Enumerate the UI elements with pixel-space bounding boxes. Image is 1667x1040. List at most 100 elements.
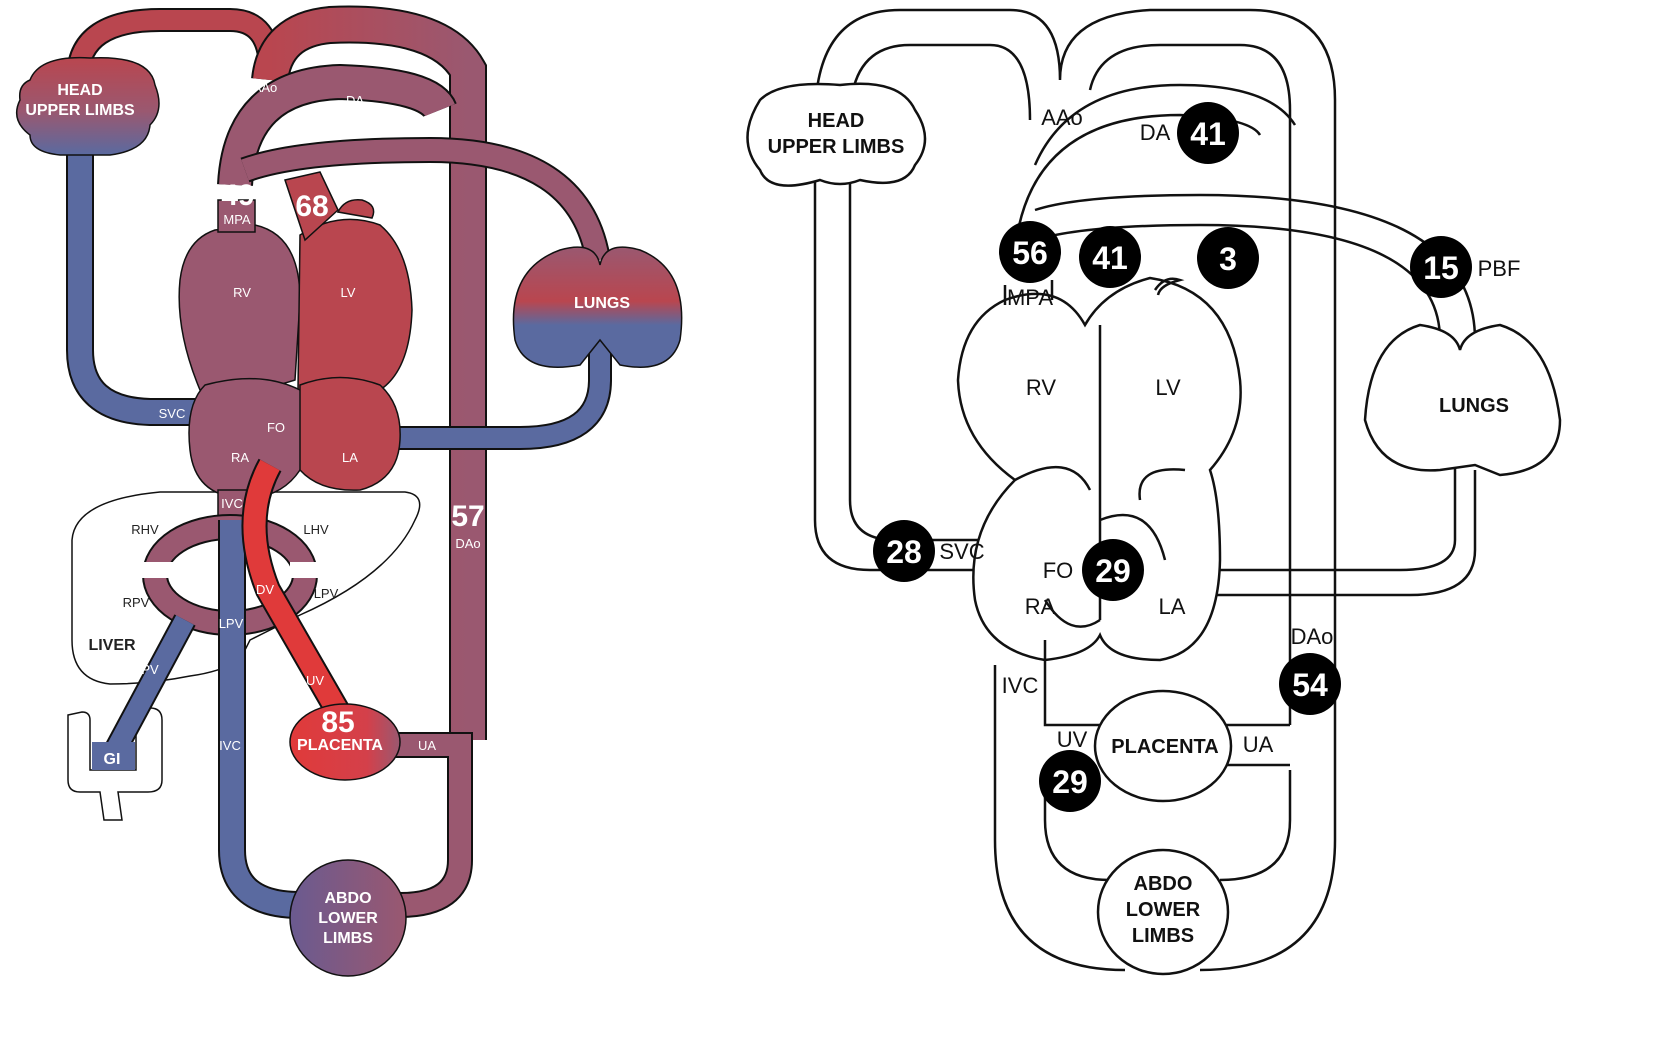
- placenta-label: PLACENTA: [297, 737, 383, 754]
- fo-flap: [1043, 513, 1167, 628]
- dao-label: DAo: [455, 536, 480, 551]
- da-label: DA: [346, 93, 364, 108]
- abdo-label-line1: ABDO: [324, 890, 371, 907]
- lhv-label: LHV: [303, 522, 329, 537]
- mpa-stub: [1003, 280, 1054, 305]
- flow-badges: [873, 102, 1472, 812]
- ra-label: RA: [231, 450, 249, 465]
- placenta-organ: [289, 703, 401, 781]
- r-mpa-label: MPA: [1007, 285, 1053, 310]
- badge-dao: [1279, 653, 1341, 715]
- r-coronary-flow: 3: [1219, 241, 1237, 277]
- r-dao-flow: 54: [1292, 667, 1328, 703]
- ivc-lower-label: IVC: [219, 738, 241, 753]
- r-uv-label: UV: [1057, 727, 1088, 752]
- r-fo-flow: 29: [1095, 553, 1131, 589]
- abdo-label-line2: LOWER: [318, 910, 378, 927]
- placenta-saturation: 85: [321, 706, 354, 739]
- abdo-label-line3: LIMBS: [323, 930, 373, 947]
- r-uv-flow: 29: [1052, 764, 1088, 800]
- colored-diagram: HEAD UPPER LIMBS AAo DA 49 MPA 68 RV LV …: [15, 5, 683, 977]
- fo-label: FO: [267, 420, 285, 435]
- ua-label: UA: [418, 738, 436, 753]
- badge-aao: [1079, 226, 1141, 288]
- abdo-loop-path: [993, 665, 1292, 972]
- right-atrium: [188, 377, 306, 499]
- badge-da: [1177, 102, 1239, 164]
- left-atrium: [299, 376, 401, 491]
- r-pbf-flow: 15: [1423, 250, 1459, 286]
- lpv-right-label: LPV: [314, 586, 339, 601]
- r-la-label: LA: [1159, 594, 1186, 619]
- left-ventricle: [297, 218, 413, 391]
- aao-trunk: [284, 171, 339, 242]
- flow-diagram: [746, 8, 1562, 976]
- mpa-saturation: 49: [221, 179, 254, 212]
- r-ra-label: RA: [1025, 594, 1056, 619]
- aao-label: AAo: [253, 80, 278, 95]
- pulmonary-vein-path: [1215, 420, 1477, 597]
- r-ua-label: UA: [1243, 732, 1274, 757]
- da-arch-path: [1013, 83, 1297, 251]
- aao-saturation: 68: [295, 190, 328, 223]
- badge-mpa: [999, 221, 1061, 283]
- r-fo-label: FO: [1043, 558, 1074, 583]
- uv-label: UV: [306, 673, 324, 688]
- head-organ: [15, 56, 160, 156]
- ivc-upper-label: IVC: [221, 496, 243, 511]
- r-aao-label: AAo: [1041, 105, 1083, 130]
- inner-aorta-path: [848, 43, 1292, 725]
- r-ivc-label: IVC: [1002, 673, 1039, 698]
- liver-label: LIVER: [88, 637, 136, 654]
- mpa-label: MPA: [223, 212, 251, 227]
- r-placenta-label: PLACENTA: [1111, 736, 1218, 758]
- r-lungs-label: LUNGS: [1439, 395, 1509, 417]
- badge-coronary: [1197, 227, 1259, 289]
- badge-fo: [1082, 539, 1144, 601]
- r-da-flow: 41: [1190, 116, 1226, 152]
- gi-organ: [92, 742, 135, 770]
- outer-aorta-path: [813, 8, 1337, 972]
- badge-pbf: [1410, 236, 1472, 298]
- right-abdo-organ: [1096, 848, 1230, 976]
- r-abdo-label-line1: ABDO: [1134, 873, 1193, 895]
- badge-svc: [873, 520, 935, 582]
- head-label-line2: UPPER LIMBS: [25, 102, 135, 119]
- mpa-trunk: [217, 199, 256, 233]
- r-pbf-label: PBF: [1478, 256, 1521, 281]
- rv-label: RV: [233, 285, 251, 300]
- lpv-bottom-label: LPV: [219, 616, 244, 631]
- coronary-stub: [336, 199, 375, 219]
- coronary-hook: [1153, 277, 1185, 296]
- svc-label: SVC: [159, 406, 186, 421]
- head-label-line1: HEAD: [57, 82, 102, 99]
- dv-label: DV: [256, 582, 274, 597]
- right-ventricle: [178, 224, 301, 392]
- lungs-label: LUNGS: [574, 295, 630, 312]
- r-rv-label: RV: [1026, 375, 1056, 400]
- right-placenta-organ: [1093, 689, 1233, 803]
- lv-label: LV: [341, 285, 356, 300]
- pv-label: PV: [141, 662, 159, 677]
- right-lungs-organ: [1363, 323, 1562, 477]
- r-head-label-line1: HEAD: [808, 110, 865, 132]
- lungs-organ: [512, 246, 683, 368]
- r-mpa-flow: 56: [1012, 235, 1048, 271]
- gi-outline: [67, 707, 163, 821]
- ivc-path: [1043, 640, 1290, 727]
- r-svc-flow: 28: [886, 534, 922, 570]
- badge-uv: [1039, 750, 1101, 812]
- r-abdo-label-line2: LOWER: [1126, 899, 1201, 921]
- av-lines: [1014, 465, 1186, 501]
- r-aao-flow: 41: [1092, 240, 1128, 276]
- gi-label: GI: [104, 751, 121, 768]
- dao-saturation: 57: [451, 500, 484, 533]
- r-head-label-line2: UPPER LIMBS: [768, 136, 905, 158]
- right-head-organ: [746, 82, 927, 187]
- r-dao-label: DAo: [1291, 624, 1334, 649]
- rhv-label: RHV: [131, 522, 159, 537]
- r-abdo-label-line3: LIMBS: [1132, 925, 1194, 947]
- r-svc-label: SVC: [939, 539, 984, 564]
- rpv-label: RPV: [123, 595, 150, 610]
